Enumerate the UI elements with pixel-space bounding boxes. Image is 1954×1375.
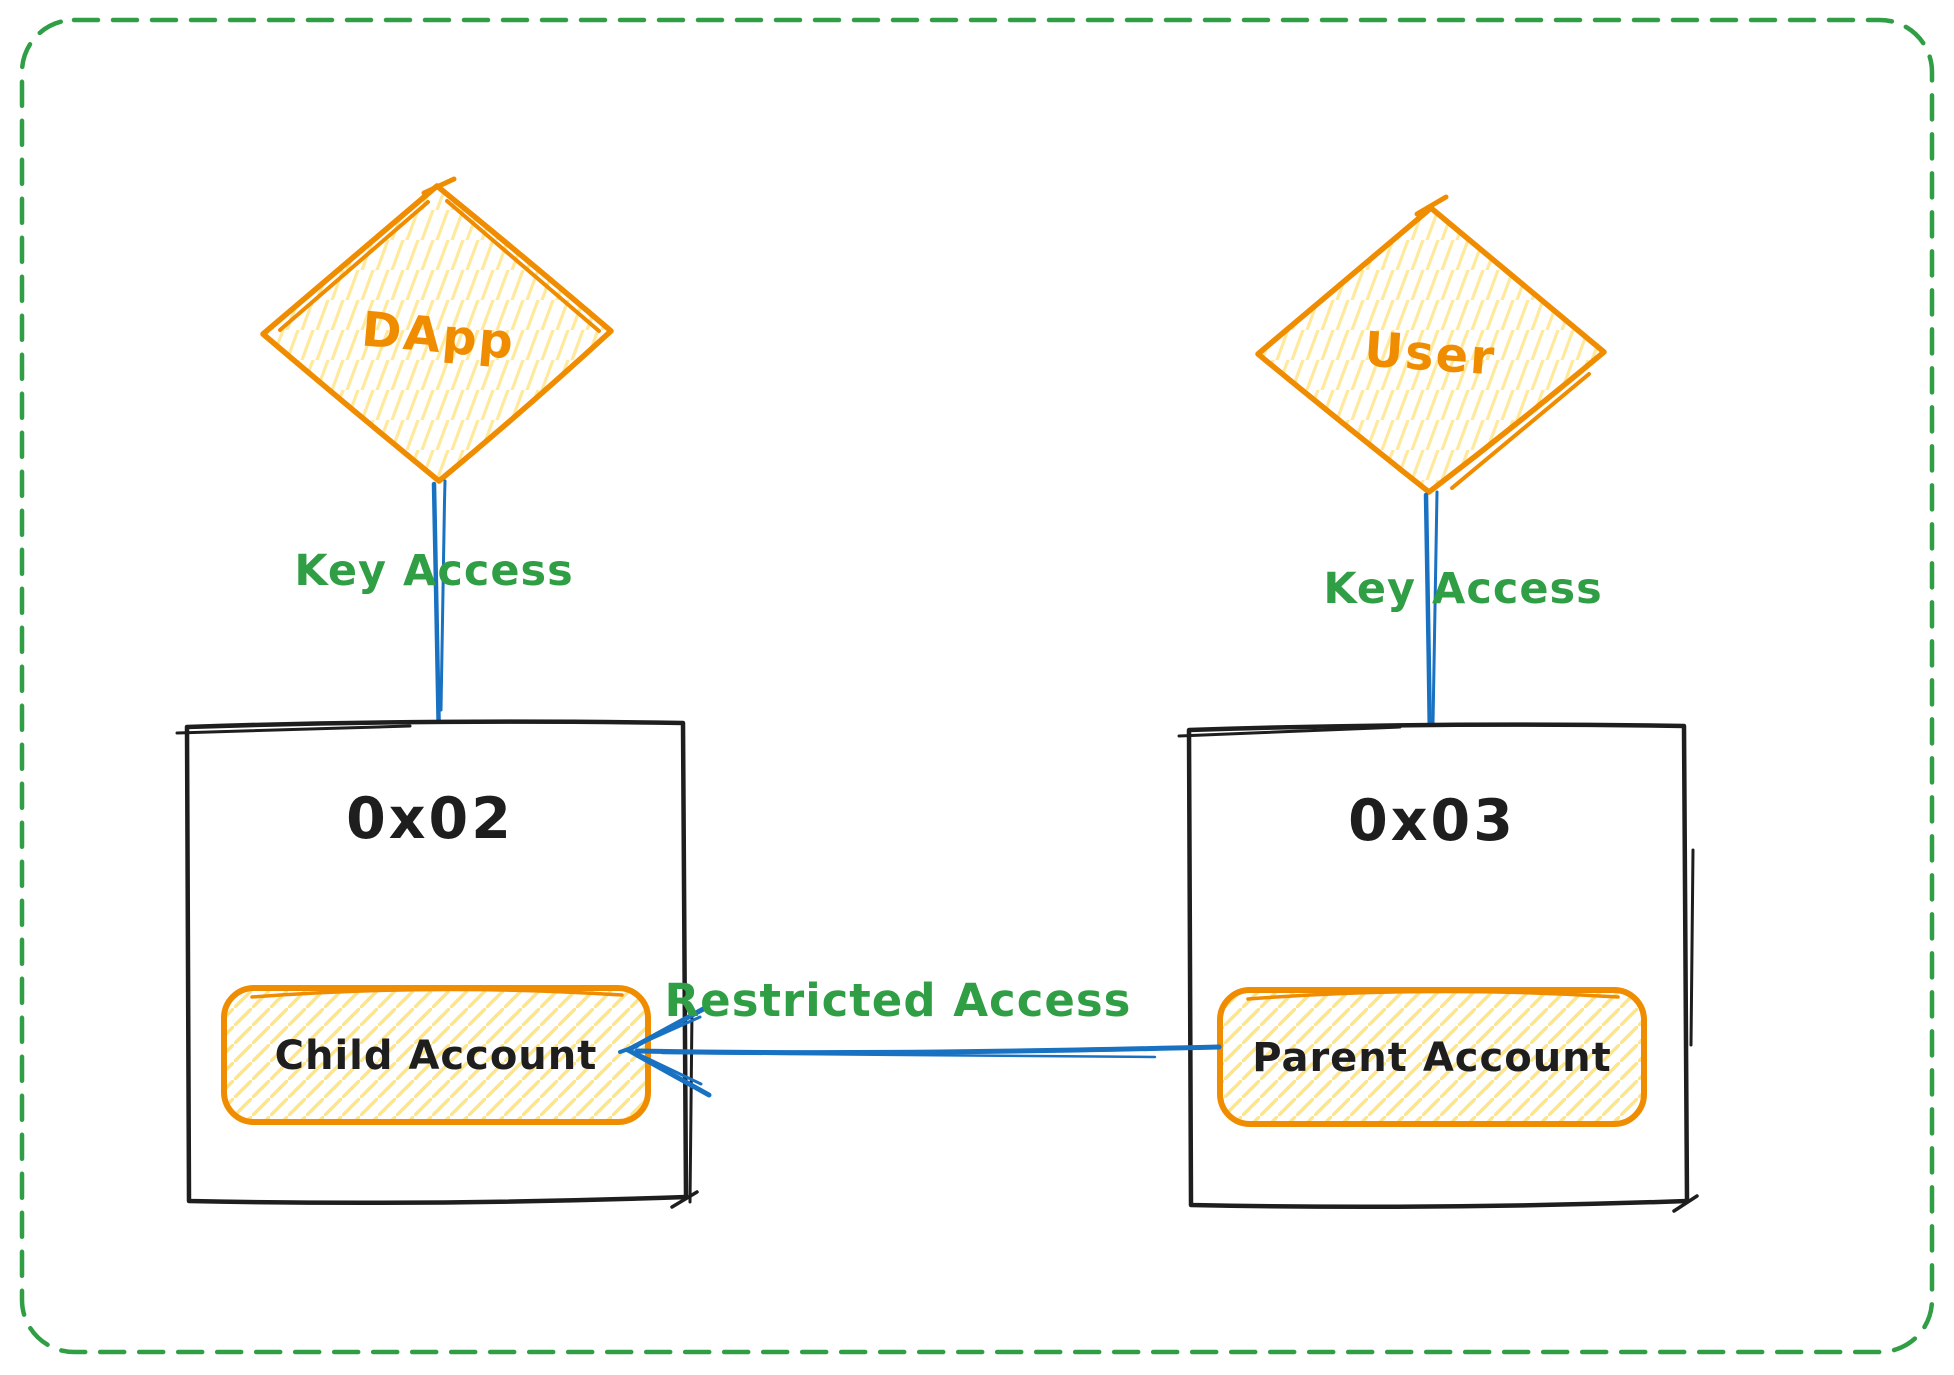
user-key-access-connector: Key Access [1323,490,1602,745]
dapp-diamond-sketch-echo-left [278,200,430,332]
wallet-0x03-label: 0x03 [1348,788,1516,854]
parent-account-label: Parent Account [1252,1035,1612,1081]
wallet-0x02-node: 0x02 Child Account [175,719,699,1209]
parent-account-sketch-echo [1246,989,1620,1001]
user-key-access-label: Key Access [1323,564,1602,614]
user-diamond-sketch-echo-top-right [1443,218,1600,349]
restricted-access-connector: Restricted Access [618,974,1222,1098]
user-label: User [1362,321,1497,386]
user-key-access-line-echo [1431,490,1439,726]
wallet-0x02-sketch-echo-right [688,1008,694,1204]
dapp-key-access-connector: Key Access [294,479,573,747]
user-diamond-top-tick [1414,194,1449,217]
wallet-0x02-label: 0x02 [346,786,514,852]
dapp-label: DApp [359,301,517,370]
restricted-access-arrowhead-upper-echo [631,1015,702,1049]
child-account-sketch-echo [250,987,624,999]
user-diamond-node: User [1255,194,1607,495]
wallet-0x02-corner-tick [670,1190,699,1209]
restricted-access-arrow-tip [618,1044,639,1054]
wallet-0x02-sketch-echo-top [175,724,412,735]
restricted-access-arrowhead-lower-echo [632,1050,703,1086]
dapp-diamond-node: DApp [260,176,614,484]
dapp-key-access-label: Key Access [294,546,573,596]
canvas-dashed-frame [19,17,1935,1355]
user-key-access-line [1423,492,1433,745]
parent-account-node: Parent Account [1217,987,1647,1127]
wallet-0x03-corner-tick [1672,1194,1699,1213]
dapp-diamond-shape [260,183,614,484]
wallet-0x03-node: 0x03 Parent Account [1177,722,1699,1213]
restricted-access-label: Restricted Access [665,974,1132,1027]
restricted-access-arrowhead-lower [625,1047,712,1098]
dapp-key-access-line [431,481,442,747]
child-account-label: Child Account [275,1033,598,1079]
dapp-key-access-line-echo [439,479,447,712]
child-account-node: Child Account [221,985,651,1125]
wallet-0x03-sketch-echo-top [1177,725,1402,738]
dapp-diamond-top-tick [421,176,457,196]
wallet-0x03-sketch-echo-right [1689,848,1695,1047]
restricted-access-line [634,1044,1222,1056]
user-diamond-sketch-echo-bottom-right [1450,372,1591,490]
dapp-diamond-sketch-echo-right [445,199,601,333]
restricted-access-line-echo [660,1051,1157,1059]
